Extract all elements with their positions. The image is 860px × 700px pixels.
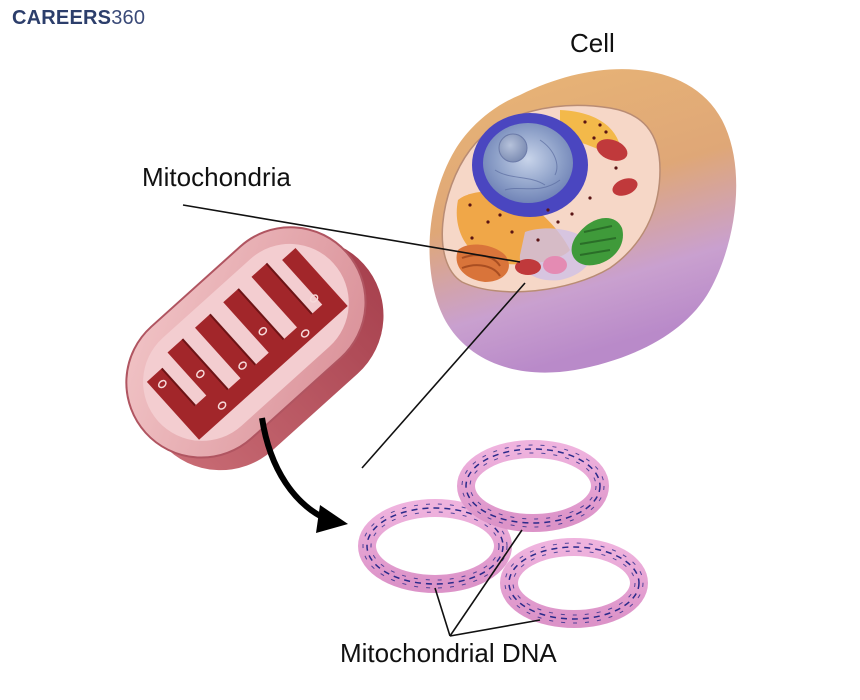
mitochondria-label: Mitochondria — [142, 162, 291, 192]
cell-mitochondrion-2 — [612, 178, 638, 196]
nucleus — [483, 123, 573, 203]
cell-to-dna-pointer-line — [361, 282, 526, 469]
cell-mitochondrion-3 — [515, 259, 541, 275]
mitochondria-pointer-line — [182, 204, 521, 263]
chromatin — [494, 139, 561, 191]
ribosomes — [468, 120, 618, 242]
cell — [429, 69, 737, 373]
matrix-dna-loops — [157, 294, 319, 410]
dna-arrow — [259, 417, 330, 523]
golgi-stack-2 — [461, 264, 501, 277]
dna-arrowhead — [316, 505, 348, 533]
dna-ring-1 — [358, 499, 512, 593]
careers360-logo: CAREERS360 — [12, 7, 145, 30]
cell-mitochondrion-1 — [596, 139, 628, 161]
logo-brand: CAREERS — [12, 7, 112, 29]
cell-label: Cell — [570, 28, 615, 58]
dna-ring-2 — [457, 440, 609, 532]
nucleolus — [498, 133, 528, 163]
vesicle — [543, 256, 567, 274]
mitochondrion — [125, 226, 384, 471]
mitochondrial-dna-label: Mitochondrial DNA — [340, 638, 557, 668]
dna-ring-3 — [500, 538, 648, 628]
logo-number: 360 — [111, 7, 146, 29]
intermembrane-space — [143, 243, 349, 441]
cristae-fold-lines — [160, 262, 313, 407]
green-organelle-grana — [579, 225, 617, 256]
dna-label-leaders — [434, 529, 541, 637]
